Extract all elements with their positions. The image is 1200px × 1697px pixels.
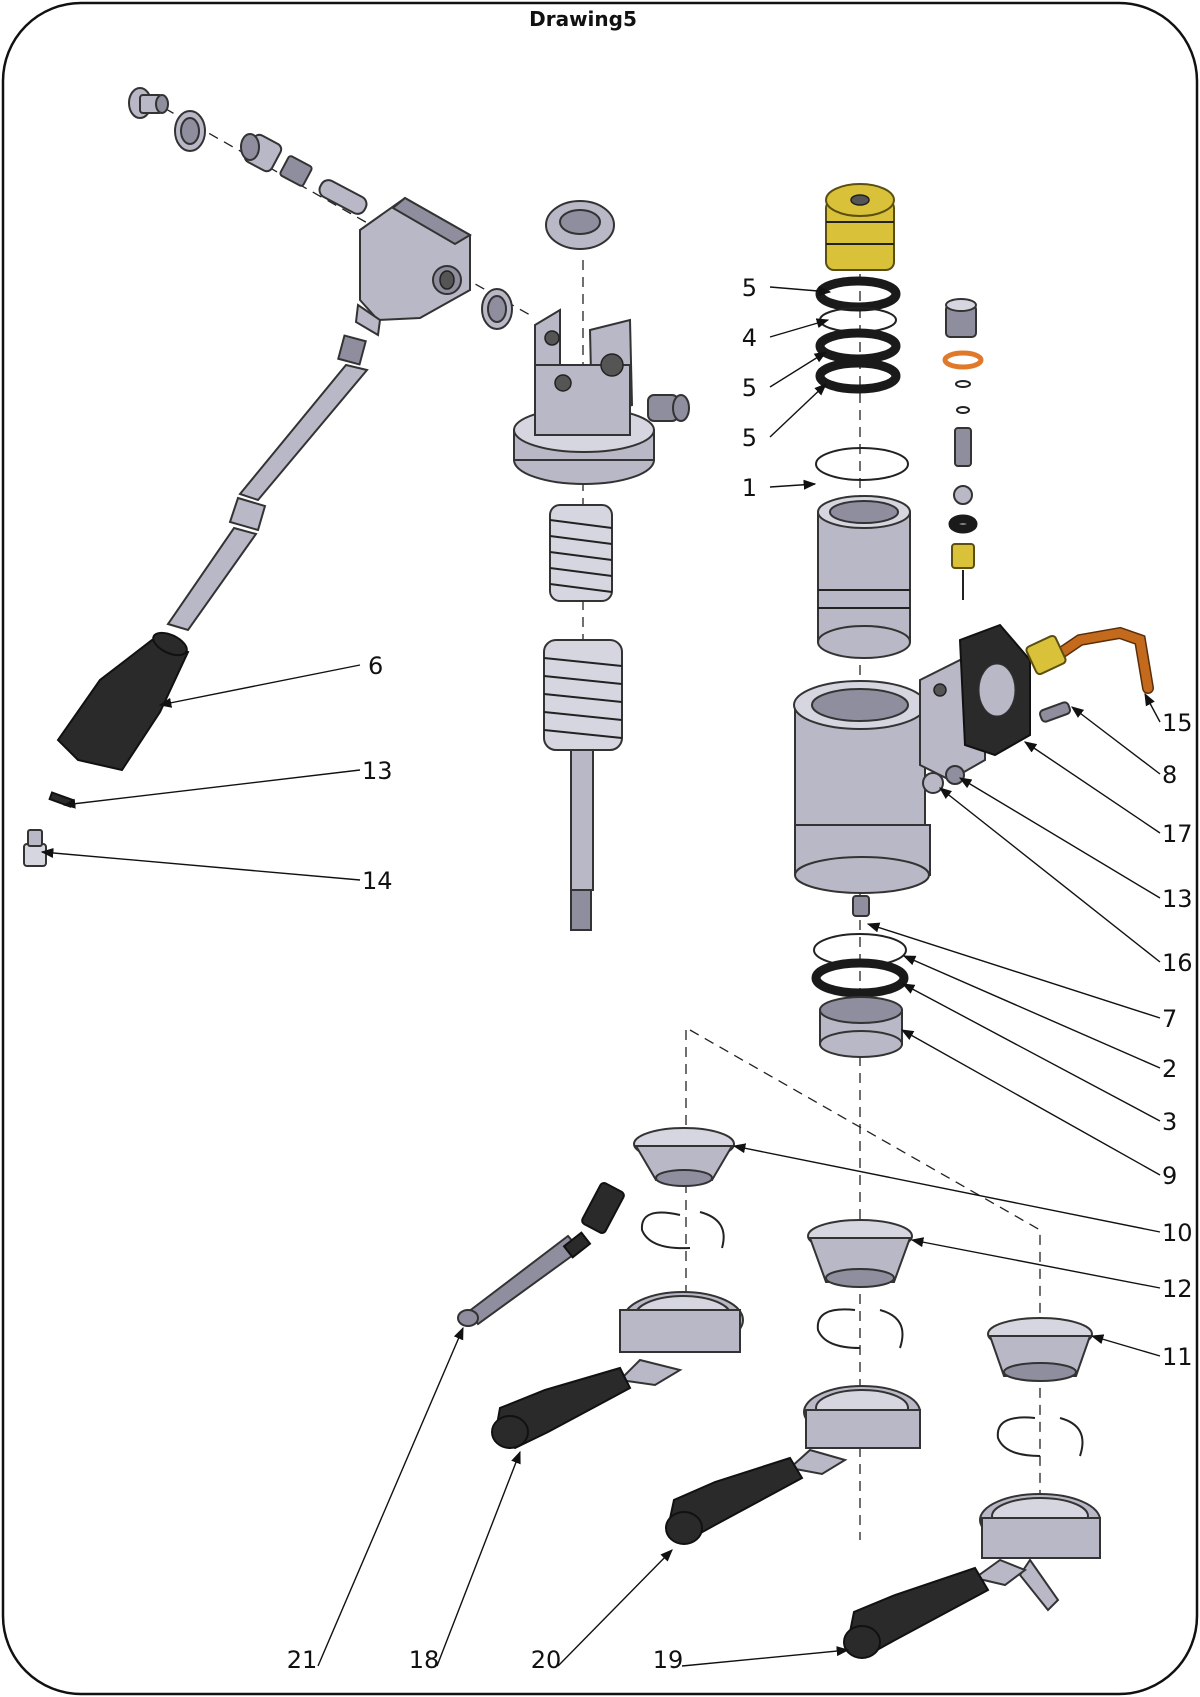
flange-gasket (958, 623, 1031, 757)
lever-handle-grip (56, 638, 190, 772)
callout-5-low: 5 (742, 424, 757, 452)
body-nut-13 (945, 765, 965, 785)
o-ring-1 (815, 447, 909, 481)
basket-clip-10 (640, 1211, 725, 1250)
lever-shaft-upper (238, 363, 369, 502)
piston-rod-thread (570, 889, 592, 931)
lever-collar (228, 496, 267, 532)
portafilter-19 (843, 1493, 1101, 1659)
callout-16: 16 (1162, 949, 1193, 977)
seal-ring-5-top (815, 276, 901, 312)
filter-basket-10 (633, 1127, 735, 1187)
callout-14: 14 (362, 867, 393, 895)
callout-labels: 5 4 5 5 1 6 13 14 15 8 17 13 16 7 2 3 9 … (287, 274, 1193, 1674)
valve-stack (942, 298, 984, 600)
portafilter-20 (665, 1385, 921, 1545)
pivot-bearing-left (174, 110, 206, 152)
outer-spring (543, 639, 623, 751)
pivot-bush (240, 133, 283, 173)
yoke-side-screw (647, 394, 690, 422)
callout-1: 1 (742, 474, 757, 502)
lever-link (545, 200, 615, 250)
callout-21: 21 (287, 1646, 318, 1674)
drawing-title: Drawing5 (529, 7, 637, 31)
inner-spring (549, 504, 613, 602)
portafilter-18 (491, 1291, 744, 1450)
callout-9: 9 (1162, 1162, 1177, 1190)
tamper-tool (457, 1181, 625, 1327)
lever-axis-line (149, 99, 531, 316)
cylinder-sleeve (817, 495, 911, 659)
body-plug-16 (922, 772, 944, 794)
callout-18: 18 (409, 1646, 440, 1674)
group-head-assembly (793, 183, 1154, 1540)
callout-12: 12 (1162, 1275, 1193, 1303)
callout-13-left: 13 (362, 757, 393, 785)
pivot-bearing-right (481, 288, 513, 330)
callout-20: 20 (531, 1646, 562, 1674)
group-gasket-3 (811, 958, 909, 998)
callout-4: 4 (742, 324, 757, 352)
callout-8: 8 (1162, 761, 1177, 789)
callout-11: 11 (1162, 1343, 1193, 1371)
callout-10: 10 (1162, 1219, 1193, 1247)
callout-3: 3 (1162, 1108, 1177, 1136)
piston-yoke (513, 308, 655, 485)
flange-pin (1038, 701, 1072, 723)
callout-13-right: 13 (1162, 885, 1193, 913)
callout-2: 2 (1162, 1055, 1177, 1083)
callout-5-top: 5 (742, 274, 757, 302)
lever-assembly (23, 87, 531, 867)
leader-lines (40, 286, 1161, 1667)
callout-17: 17 (1162, 820, 1193, 848)
seal-ring-5-low (815, 358, 901, 394)
piston-spring-assembly (513, 200, 690, 931)
lever-thread (337, 334, 367, 366)
shower-screen (819, 996, 903, 1058)
piston-rod (570, 749, 594, 891)
piston-seal (825, 183, 895, 271)
pivot-pin (318, 179, 368, 215)
pivot-plug (128, 87, 169, 119)
basket-clip-12 (816, 1308, 904, 1349)
lever-shaft-lower (166, 526, 258, 632)
portafilter-group (457, 1029, 1101, 1659)
needle-roller (279, 155, 313, 187)
steam-pipe (1025, 626, 1154, 694)
callout-7: 7 (1162, 1005, 1177, 1033)
seal-ring-4 (819, 307, 897, 333)
callout-19: 19 (653, 1646, 684, 1674)
callout-5-mid: 5 (742, 374, 757, 402)
filter-basket-12 (807, 1219, 913, 1288)
handle-screw (23, 829, 47, 867)
valve-copper-washer (942, 350, 984, 370)
filter-basket-11 (987, 1317, 1093, 1382)
basket-clip-11 (996, 1416, 1084, 1457)
shower-screw (852, 895, 870, 917)
callout-6: 6 (368, 652, 383, 680)
callout-15: 15 (1162, 709, 1193, 737)
seal-ring-5-mid (815, 328, 901, 364)
lever-head (354, 196, 472, 337)
